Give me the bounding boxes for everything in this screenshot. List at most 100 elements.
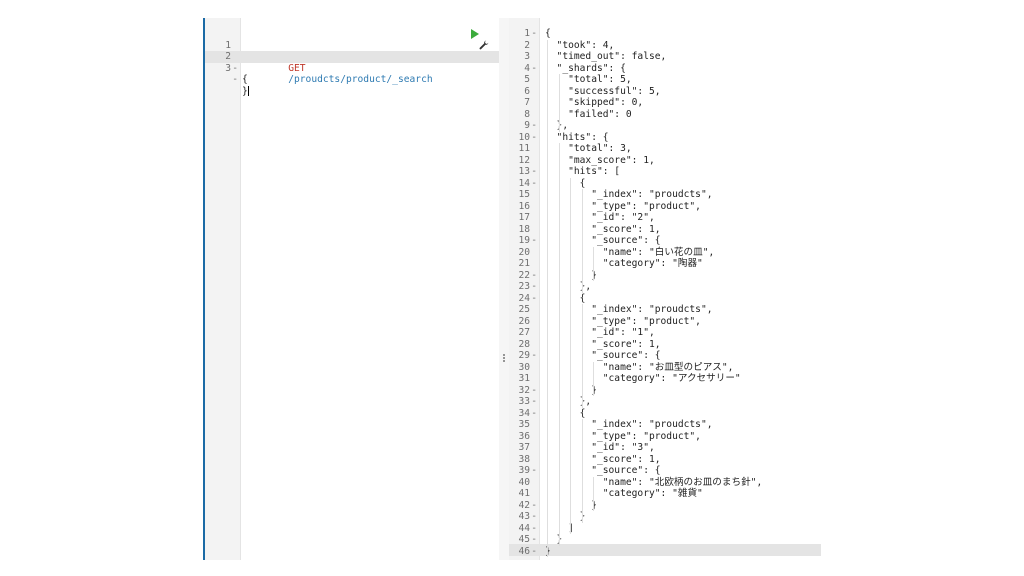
- line-number: 18: [518, 223, 530, 235]
- resize-handle-icon[interactable]: [502, 353, 506, 363]
- code-text: "total": 5,: [545, 74, 632, 85]
- fold-toggle-icon[interactable]: -: [531, 522, 537, 534]
- line-number: 6: [524, 85, 530, 97]
- fold-toggle-icon[interactable]: -: [232, 74, 238, 85]
- line-number: 10: [518, 131, 530, 143]
- code-text: "_score": 1,: [545, 338, 661, 350]
- line-number: 23: [518, 281, 530, 292]
- indent-guide: [581, 189, 583, 293]
- code-text: "skipped": 0,: [545, 97, 644, 108]
- fold-toggle-icon[interactable]: -: [531, 350, 537, 361]
- response-line: 14- {: [509, 178, 821, 190]
- response-line: 38 "_score": 1,: [509, 454, 821, 466]
- fold-toggle-icon[interactable]: -: [531, 407, 537, 419]
- wrench-icon[interactable]: [479, 40, 489, 50]
- response-line: 46-}: [509, 546, 821, 558]
- fold-toggle-icon[interactable]: -: [531, 465, 537, 476]
- code-text: }: [242, 85, 248, 97]
- response-line: 19- "_source": {: [509, 235, 821, 247]
- fold-toggle-icon[interactable]: -: [531, 131, 537, 143]
- run-icon[interactable]: [471, 29, 479, 39]
- fold-toggle-icon[interactable]: -: [531, 62, 537, 74]
- code-text: "failed": 0: [545, 108, 632, 120]
- line-number: 3: [225, 62, 231, 74]
- fold-toggle-icon[interactable]: -: [531, 534, 537, 545]
- response-line: 44- ]: [509, 523, 821, 535]
- line-number: 14: [518, 177, 530, 189]
- request-gutter-border: [240, 18, 241, 560]
- indent-guide: [593, 246, 595, 281]
- response-line: 11 "total": 3,: [509, 143, 821, 155]
- fold-toggle-icon[interactable]: -: [531, 177, 537, 189]
- fold-toggle-icon[interactable]: -: [531, 281, 537, 292]
- line-number: 11: [518, 143, 530, 154]
- code-text: "successful": 5,: [545, 85, 661, 97]
- fold-toggle-icon[interactable]: -: [531, 545, 537, 557]
- response-line: 42- }: [509, 500, 821, 512]
- fold-toggle-icon[interactable]: -: [531, 292, 537, 304]
- response-line: 30 "name": "お皿型のピアス",: [509, 362, 821, 374]
- code-text: "_source": {: [545, 465, 661, 476]
- line-number: 39: [518, 465, 530, 476]
- line-number: 41: [518, 488, 530, 499]
- code-text: "_score": 1,: [545, 223, 661, 235]
- response-line: 24- {: [509, 293, 821, 305]
- code-text: "_id": "3",: [545, 442, 655, 453]
- code-text: "_id": "1",: [545, 327, 655, 338]
- line-number: 43: [518, 511, 530, 522]
- fold-toggle-icon[interactable]: -: [531, 235, 537, 246]
- fold-toggle-icon[interactable]: -: [531, 396, 537, 407]
- code-text: "name": "北欧柄のお皿のまち針",: [545, 476, 763, 488]
- panel-divider[interactable]: [499, 18, 509, 560]
- code-text: },: [545, 120, 569, 131]
- code-text: "_score": 1,: [545, 453, 661, 465]
- fold-toggle-icon[interactable]: -: [232, 62, 238, 74]
- line-number: 2: [524, 39, 530, 51]
- code-text: "took": 4,: [545, 39, 615, 51]
- indent-guide: [547, 39, 548, 557]
- request-line-2[interactable]: 2 - {: [205, 40, 499, 85]
- code-text: },: [545, 396, 592, 407]
- code-text: "_index": "proudcts",: [545, 304, 713, 315]
- line-number: 19: [518, 235, 530, 246]
- code-text: {: [545, 177, 586, 189]
- code-text: "_type": "product",: [545, 315, 701, 327]
- line-number: 44: [518, 522, 530, 534]
- line-number: 22: [518, 269, 530, 281]
- fold-toggle-icon[interactable]: -: [531, 511, 537, 522]
- line-number: 33: [518, 396, 530, 407]
- code-text: "name": "白い花の皿",: [545, 246, 715, 258]
- fold-toggle-icon[interactable]: -: [531, 269, 537, 281]
- fold-toggle-icon[interactable]: -: [531, 166, 537, 177]
- response-line: 29- "_source": {: [509, 350, 821, 362]
- line-number: 34: [518, 407, 530, 419]
- code-text: "hits": [: [545, 166, 621, 177]
- response-line: 9- },: [509, 120, 821, 132]
- response-line: 34- {: [509, 408, 821, 420]
- request-editor[interactable]: 1 GET /proudcts/product/_search 2 - { 3 …: [205, 18, 499, 560]
- response-line: 22- }: [509, 270, 821, 282]
- response-line: 23- },: [509, 281, 821, 293]
- code-text: "max_score": 1,: [545, 154, 655, 166]
- response-viewer[interactable]: 1-{2 "took": 4,3 "timed_out": false,4- "…: [509, 18, 821, 560]
- line-number: 36: [518, 430, 530, 442]
- response-line: 36 "_type": "product",: [509, 431, 821, 443]
- response-gutter-border: [539, 18, 540, 560]
- request-line-1[interactable]: 1 GET /proudcts/product/_search: [205, 28, 499, 86]
- console-app: 1 GET /proudcts/product/_search 2 - { 3 …: [203, 18, 821, 560]
- line-number: 13: [518, 166, 530, 177]
- response-active-line: [509, 544, 821, 556]
- fold-toggle-icon[interactable]: -: [531, 499, 537, 511]
- request-line-3[interactable]: 3 - }: [205, 51, 499, 97]
- fold-toggle-icon[interactable]: -: [531, 384, 537, 396]
- code-text: "category": "陶器": [545, 258, 703, 269]
- code-text: },: [545, 281, 592, 292]
- response-gutter: [509, 18, 539, 560]
- response-line: 7 "skipped": 0,: [509, 97, 821, 109]
- indent-guide: [581, 419, 583, 523]
- line-number: 26: [518, 315, 530, 327]
- request-actions: [471, 29, 499, 51]
- fold-toggle-icon[interactable]: -: [531, 28, 537, 39]
- code-text: "_type": "product",: [545, 430, 701, 442]
- fold-toggle-icon[interactable]: -: [531, 120, 537, 131]
